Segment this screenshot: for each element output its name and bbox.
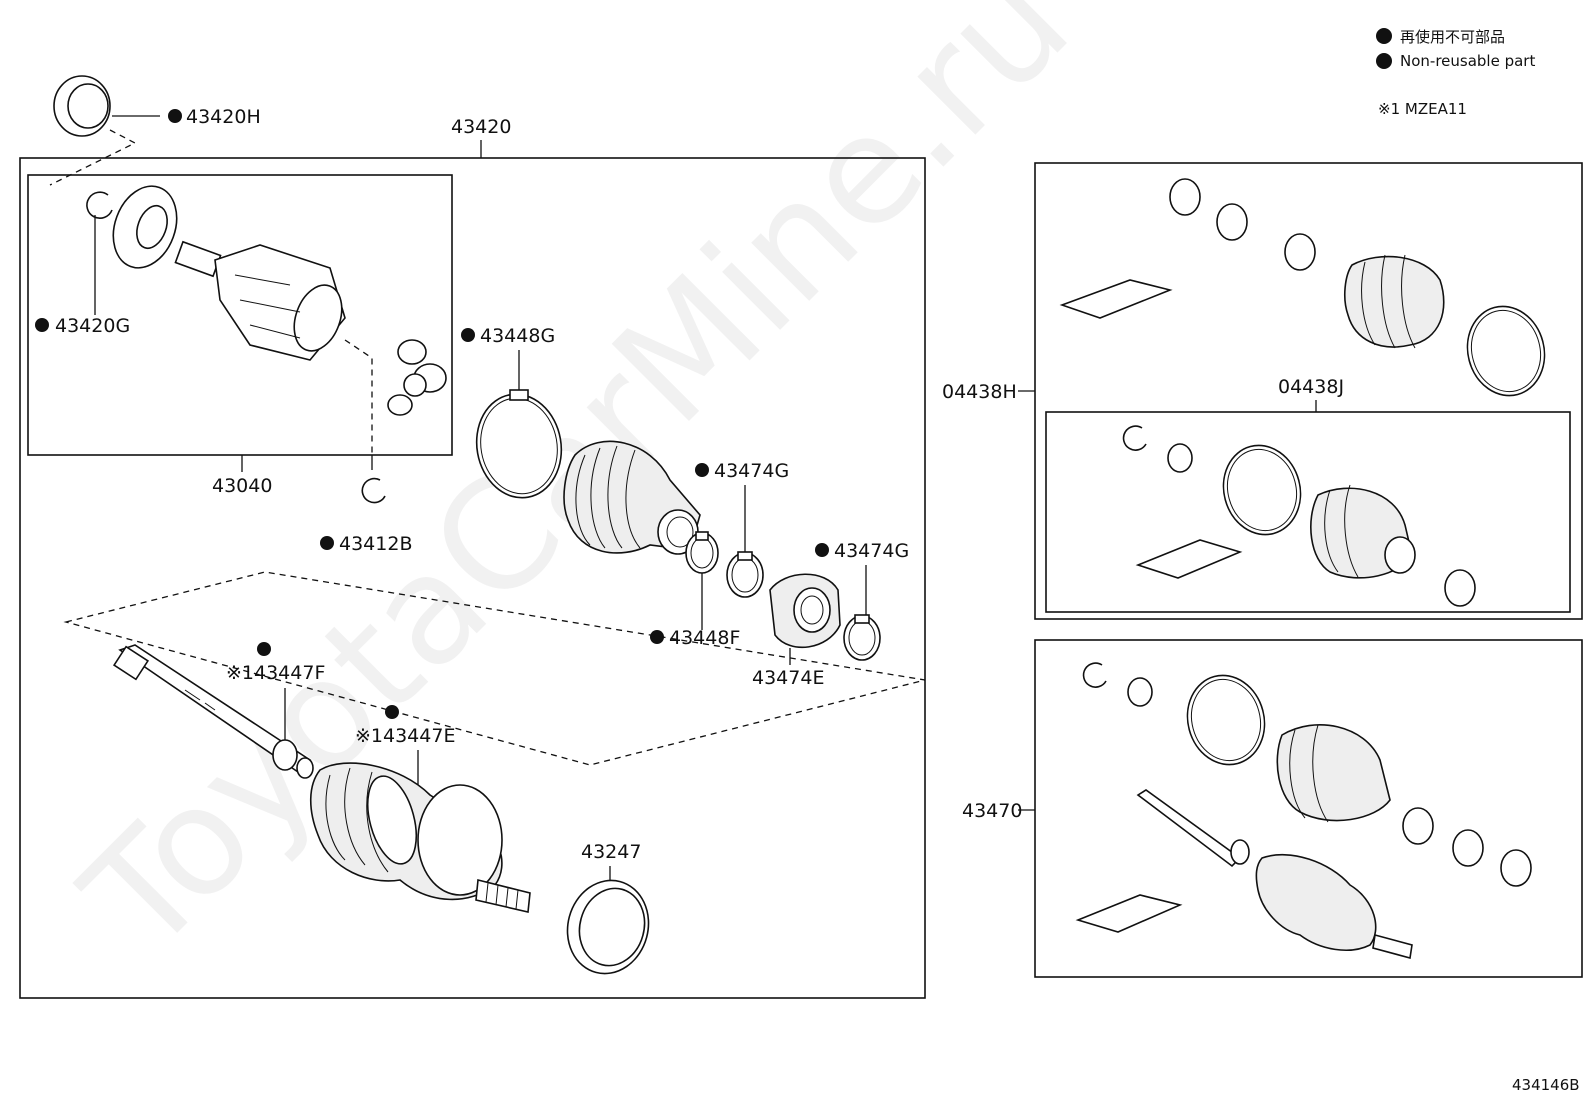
kit-43470-parts — [1075, 662, 1532, 960]
label-43247: 43247 — [581, 841, 641, 863]
part-43247-seal — [566, 879, 650, 975]
non-reusable-dot-icon — [650, 630, 664, 644]
part-43474G-clamp-b — [843, 614, 881, 661]
label-43448G: 43448G — [480, 325, 555, 347]
label-43420G: 43420G — [55, 315, 130, 337]
part-drive-shaft — [112, 644, 531, 913]
label-43040: 43040 — [212, 475, 272, 497]
guide-line — [344, 339, 373, 455]
legend-bullet-icon — [1376, 28, 1392, 44]
legend: 再使用不可部品 Non-reusable part ※1 MZEA11 — [1376, 28, 1535, 118]
shaft-group-outline — [63, 571, 926, 766]
label-43412B: 43412B — [339, 533, 412, 555]
legend-bullet-icon — [1376, 53, 1392, 69]
label-43420: 43420 — [451, 116, 511, 138]
label-43474G-a: 43474G — [714, 460, 789, 482]
non-reusable-dot-icon — [168, 109, 182, 123]
legend-jp: 再使用不可部品 — [1400, 28, 1505, 46]
part-43420G-snap-ring — [86, 191, 113, 315]
part-43420H-seal — [49, 75, 160, 186]
non-reusable-dot-icon — [461, 328, 475, 342]
label-43447E: ※143447E — [355, 725, 455, 747]
diagram-code: 434146B — [1512, 1076, 1580, 1094]
non-reusable-dot-icon — [35, 318, 49, 332]
non-reusable-dot-icon — [695, 463, 709, 477]
part-43412B-snap-ring — [361, 455, 386, 504]
part-inboard-boot — [563, 440, 701, 555]
legend-note: ※1 MZEA11 — [1378, 100, 1467, 118]
frame-04438J — [1045, 411, 1571, 613]
frame-43470 — [1034, 639, 1583, 978]
legend-en: Non-reusable part — [1400, 52, 1535, 70]
label-43447F: ※143447F — [226, 662, 325, 684]
label-43470: 43470 — [962, 800, 1022, 822]
non-reusable-dot-icon — [320, 536, 334, 550]
kit-04438H-parts — [1059, 178, 1546, 397]
label-04438H: 04438H — [942, 381, 1017, 403]
label-43474E: 43474E — [752, 667, 824, 689]
label-43474G-b: 43474G — [834, 540, 909, 562]
part-43448G-clamp — [475, 389, 563, 499]
non-reusable-dot-icon — [815, 543, 829, 557]
non-reusable-dot-icon — [385, 705, 399, 719]
part-43474E-boot — [769, 573, 841, 649]
part-inner-joint-housing — [112, 185, 346, 361]
part-43448F-clamp — [685, 531, 719, 574]
frame-43420 — [19, 157, 926, 999]
label-43420H: 43420H — [186, 106, 261, 128]
frame-43040 — [27, 174, 453, 456]
part-43474G-clamp-a — [726, 551, 764, 598]
kit-04438J-parts — [1122, 425, 1476, 607]
label-43448F: 43448F — [669, 627, 740, 649]
part-tripod — [387, 339, 447, 416]
label-04438J: 04438J — [1278, 376, 1344, 398]
non-reusable-dot-icon — [257, 642, 271, 656]
